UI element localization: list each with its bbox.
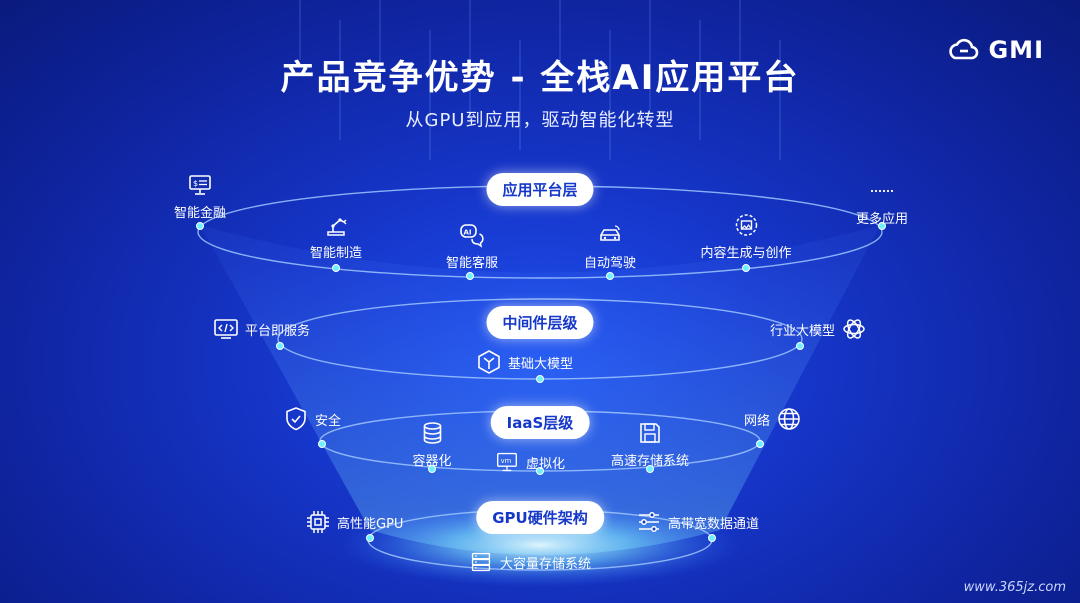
middleware-item-paas: 平台即服务 [213,316,310,342]
gpu-item-bandwidth-label: 高带宽数据通道 [668,516,760,532]
layer-pill-iaas: IaaS层级 [490,406,590,439]
node [332,264,340,272]
node [878,222,886,230]
code-monitor-icon [213,316,239,342]
iaas-item-virtualization-label: 虚拟化 [526,456,566,472]
app-item-content-creation-label: 内容生成与创作 [700,246,792,261]
server-storage-icon [468,549,494,575]
node [646,465,654,473]
knot-model-icon [841,316,867,342]
node [366,534,374,542]
iaas-item-containerization: 容器化 [412,420,452,469]
gmi-logo: GMI [946,36,1044,64]
svg-text:vm: vm [501,457,512,465]
more-dots-icon [869,178,895,204]
iaas-item-virtualization: vm 虚拟化 [494,449,565,475]
middleware-item-industry-model-label: 行业大模型 [770,323,836,339]
page-title: 产品竞争优势 - 全栈AI应用平台 [280,58,800,98]
app-item-manufacturing-label: 智能制造 [309,246,363,261]
middleware-item-industry-model: 行业大模型 [770,316,867,342]
layer-pill-app: 应用平台层 [486,173,594,206]
node [428,465,436,473]
middleware-item-paas-label: 平台即服务 [245,323,311,339]
middleware-item-foundation-model: 基础大模型 [476,349,573,375]
gpu-item-capacity-storage-label: 大容量存储系统 [500,556,592,572]
node [756,440,764,448]
node [536,375,544,383]
node [708,534,716,542]
node [742,264,750,272]
app-item-autonomous-driving: 自动驾驶 [584,222,636,271]
chip-icon [305,509,331,535]
car-icon [597,222,623,248]
svg-text:$: $ [193,179,198,188]
iaas-item-network-label: 网络 [744,413,771,429]
gpu-item-capacity-storage: 大容量存储系统 [468,549,591,575]
cloud-logo-icon [949,38,979,60]
vm-monitor-icon: vm [494,449,520,475]
gpu-item-gpu-label: 高性能GPU [337,516,404,532]
cube-model-icon [476,349,502,375]
sliders-icon [636,509,662,535]
node [536,467,544,475]
node [276,342,284,350]
iaas-item-security: 安全 [283,406,341,432]
iaas-item-security-label: 安全 [315,413,342,429]
app-item-more-label: 更多应用 [855,212,909,227]
robot-arm-icon [323,212,349,238]
gpu-item-gpu: 高性能GPU [305,509,403,535]
iaas-item-storage-label: 高速存储系统 [610,454,690,469]
ai-chat-icon: AI [459,222,485,248]
node [196,222,204,230]
middleware-item-foundation-model-label: 基础大模型 [508,356,574,372]
page-subtitle: 从GPU到应用，驱动智能化转型 [405,110,675,131]
finance-monitor-icon: $ [187,172,213,198]
app-item-finance: $ 智能金融 [174,172,226,221]
iaas-item-storage: 高速存储系统 [611,420,689,469]
image-generation-icon [733,212,759,238]
app-item-customer-service-label: 智能客服 [445,256,499,271]
layer-pill-gpu: GPU硬件架构 [476,501,604,534]
app-item-more: 更多应用 [856,178,908,227]
floppy-disk-icon [637,420,663,446]
node [606,272,614,280]
light-streaks [299,0,781,160]
app-item-manufacturing: 智能制造 [310,212,362,261]
layer-pill-middleware: 中间件层级 [486,306,594,339]
gpu-item-bandwidth: 高带宽数据通道 [636,509,759,535]
shield-check-icon [283,406,309,432]
database-icon [419,420,445,446]
logo-text: GMI [988,36,1044,64]
globe-icon [776,406,802,432]
node [796,342,804,350]
app-item-customer-service: AI 智能客服 [446,222,498,271]
app-item-autonomous-driving-label: 自动驾驶 [583,256,637,271]
node [318,440,326,448]
svg-text:AI: AI [463,229,471,237]
app-item-finance-label: 智能金融 [173,206,227,221]
app-item-content-creation: 内容生成与创作 [700,212,792,261]
watermark: www.365jz.com [963,580,1066,595]
node [466,272,474,280]
iaas-item-network: 网络 [744,406,802,432]
iaas-item-containerization-label: 容器化 [412,454,452,469]
